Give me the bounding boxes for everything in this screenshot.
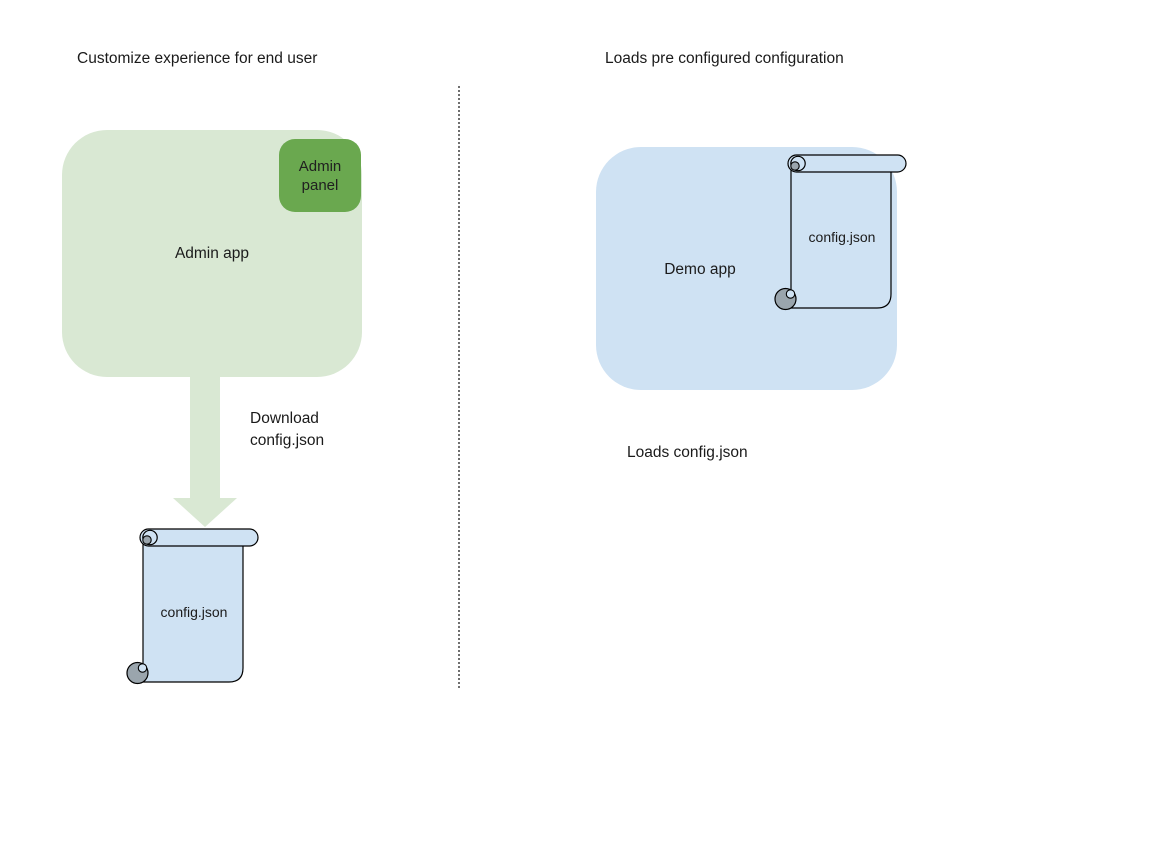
download-config-label: Download config.json [250, 410, 325, 449]
left-section-title: Customize experience for end user [77, 50, 318, 67]
admin-panel-label: Admin panel [298, 157, 342, 194]
demo-app-label: Demo app [664, 261, 736, 278]
admin-app-label: Admin app [174, 244, 250, 262]
config-json-label-right: config.json [808, 229, 876, 245]
admin-panel-box: Admin panel [279, 139, 361, 212]
right-section-title: Loads pre configured configuration [605, 50, 844, 67]
section-divider [458, 86, 460, 688]
config-json-label-left: config.json [160, 604, 228, 620]
config-json-scroll-icon [126, 528, 259, 685]
loads-config-caption: Loads config.json [627, 444, 748, 461]
config-json-scroll-icon [774, 154, 907, 311]
download-arrow-icon [173, 377, 237, 527]
